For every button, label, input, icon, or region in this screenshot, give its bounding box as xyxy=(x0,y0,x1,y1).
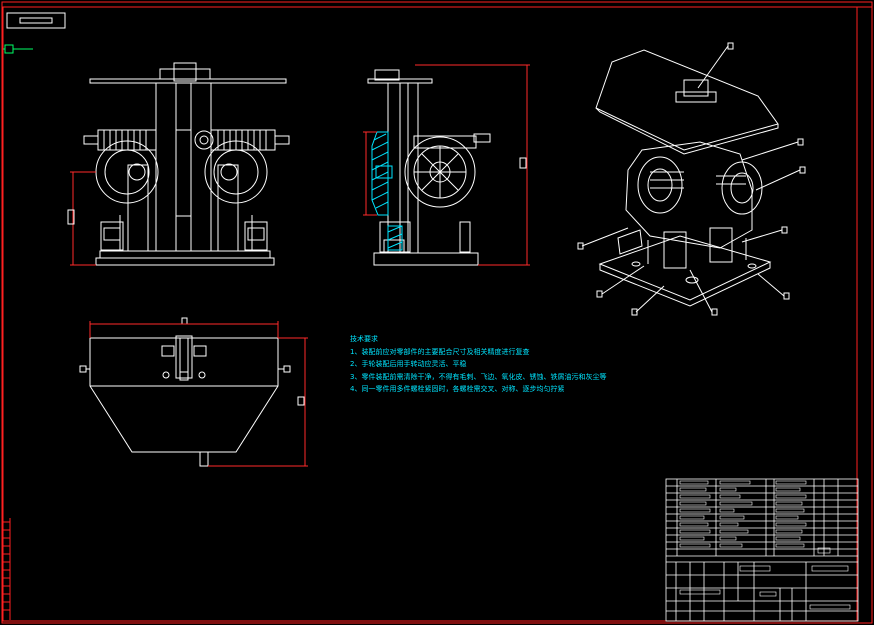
side-view-hatch xyxy=(371,131,403,251)
ucs-icon xyxy=(3,44,33,54)
front-view xyxy=(83,62,290,266)
technical-requirement-4: 4、同一零件用多件螺栓紧固时，各螺栓需交叉、对称、逐步均匀拧紧 xyxy=(350,385,565,393)
technical-requirement-3: 3、零件装配前需清除干净，不得有毛刺、飞边、氧化皮、锈蚀、铁屑油污和灰尘等 xyxy=(350,372,607,381)
technical-requirement-2: 2、手轮装配后用手转动应灵活、平稳 xyxy=(350,360,467,368)
hopper-view xyxy=(79,317,291,467)
side-view xyxy=(367,69,491,266)
technical-requirement-1: 1、装配前应对零部件的主要配合尺寸及相关精度进行复查 xyxy=(350,347,530,356)
title-block-text-placeholders xyxy=(679,480,851,610)
technical-requirements: 技术要求 1、装配前应对零部件的主要配合尺寸及相关精度进行复查 2、手轮装配后用… xyxy=(350,333,606,396)
isometric-view xyxy=(595,49,779,307)
front-view-dims xyxy=(67,171,96,266)
left-margin-ticks xyxy=(3,518,11,620)
title-block xyxy=(665,478,859,622)
isometric-leaders xyxy=(577,42,806,316)
technical-requirements-title: 技术要求 xyxy=(350,335,378,343)
hopper-dims xyxy=(89,321,308,467)
inner-border xyxy=(2,6,858,622)
drawing-code-box xyxy=(6,12,66,29)
side-view-dims xyxy=(363,64,530,266)
